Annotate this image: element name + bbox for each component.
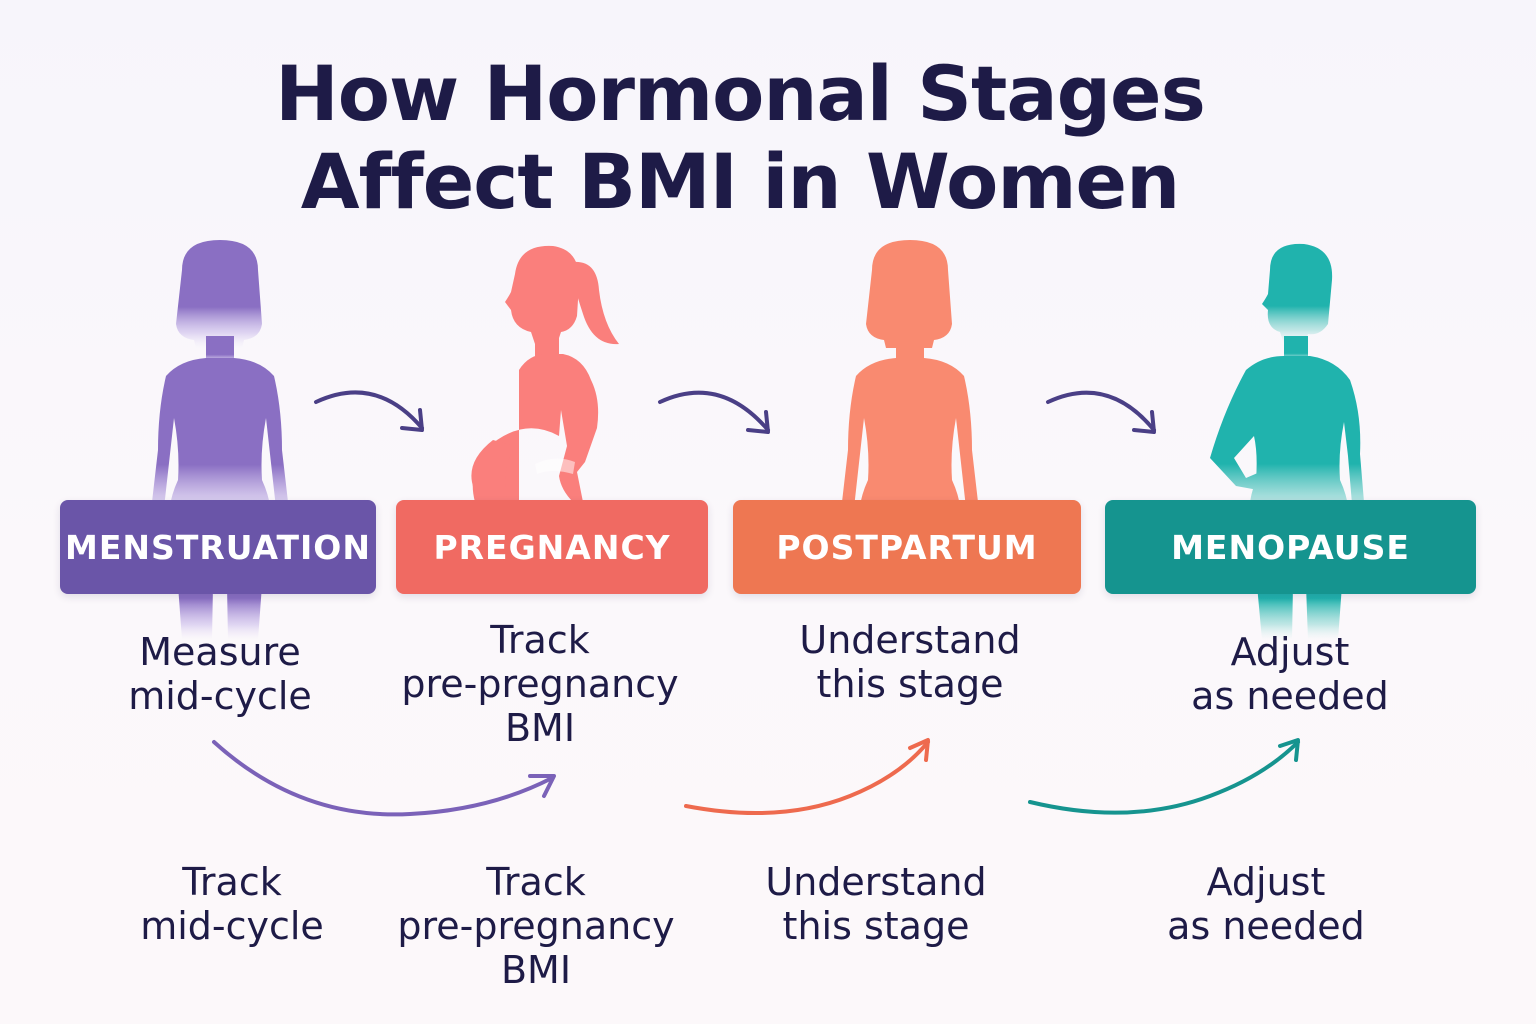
title-line-1: How Hormonal Stages [275, 49, 1206, 138]
stage-label-pregnancy: PREGNANCY [396, 500, 708, 594]
stage-footer-postpartum: Understand this stage [765, 860, 987, 948]
stage-note-pregnancy: Track pre-pregnancy BMI [401, 618, 679, 750]
woman-silhouette-icon [820, 240, 1000, 640]
page-title: How Hormonal Stages Affect BMI in Women [0, 50, 1480, 226]
arrow-lower-3 [1028, 738, 1300, 815]
arrow-lower-2 [684, 738, 930, 816]
stage-note-menopause: Adjust as needed [1191, 630, 1389, 718]
stage-label-postpartum: POSTPARTUM [733, 500, 1081, 594]
stage-note-postpartum: Understand this stage [799, 618, 1021, 706]
arrow-top-1 [314, 390, 424, 432]
arrow-top-2 [658, 390, 770, 434]
stage-footer-menstruation: Track mid-cycle [140, 860, 324, 948]
arrow-lower-1 [212, 740, 556, 817]
stage-footer-pregnancy: Track pre-pregnancy BMI [397, 860, 675, 992]
stage-label-menopause: MENOPAUSE [1105, 500, 1476, 594]
stage-label-menstruation: MENSTRUATION [60, 500, 376, 594]
stage-note-menstruation: Measure mid-cycle [128, 630, 312, 718]
stage-footer-menopause: Adjust as needed [1167, 860, 1365, 948]
title-line-2: Affect BMI in Women [300, 137, 1180, 226]
arrow-top-3 [1046, 390, 1156, 434]
